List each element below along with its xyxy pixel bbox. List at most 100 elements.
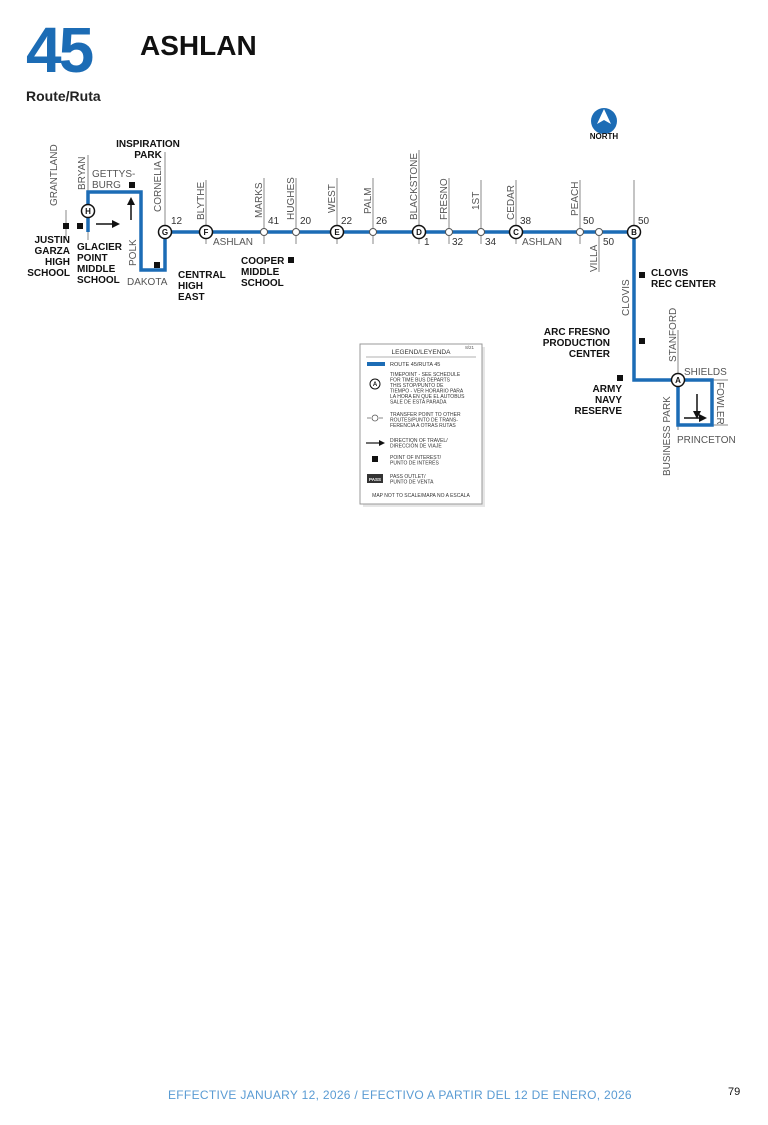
- street-label-fresno: FRESNO: [439, 178, 450, 220]
- street-label-blackstone: BLACKSTONE: [409, 153, 420, 220]
- transfer-point: [292, 228, 300, 236]
- legend-direction-text: DIRECTION OF TRAVEL/ DIRECCIÓN DE VIAJE: [390, 438, 448, 450]
- poi-label-line: JUSTIN: [34, 235, 70, 246]
- arrow-right-icon: [96, 220, 120, 228]
- north-label: NORTH: [590, 132, 619, 141]
- poi-label-line: CENTER: [569, 349, 611, 360]
- poi-label-line: RESERVE: [574, 406, 622, 417]
- poi-label-line: EAST: [178, 292, 205, 303]
- street-label-stanford: STANFORD: [668, 308, 679, 362]
- poi-label-line: MIDDLE: [77, 264, 116, 275]
- street-label-gettysburg: GETTYS-: [92, 169, 135, 180]
- timepoint-label: B: [631, 228, 637, 237]
- street-label-grantland: GRANTLAND: [49, 144, 60, 206]
- transfer-route-number: 50: [583, 216, 595, 227]
- transfer-point: [477, 228, 485, 236]
- poi-label-line: NAVY: [595, 395, 622, 406]
- arrow-up-icon: [127, 197, 135, 220]
- timepoints: H G F E D C B A: [80, 203, 686, 388]
- street-label-fowler: FOWLER: [714, 382, 725, 425]
- timepoint-marker: D: [411, 224, 427, 240]
- legend-line: SALE DE ESTA PARADA: [390, 400, 447, 406]
- timepoint-label: E: [334, 228, 340, 237]
- poi-arc-fresno: ARC FRESNO PRODUCTION CENTER: [543, 327, 611, 360]
- poi-label-line: SCHOOL: [27, 268, 70, 279]
- transfer-point: [260, 228, 268, 236]
- legend-poi-icon: [372, 456, 378, 462]
- street-label-gettysburg-2: BURG: [92, 180, 121, 191]
- poi-label-line: ARC FRESNO: [544, 327, 610, 338]
- arrow-right-icon: [684, 414, 707, 422]
- poi-label-line: COOPER: [241, 256, 285, 267]
- poi-label-line: PARK: [134, 150, 162, 161]
- poi-label-line: HIGH: [45, 257, 70, 268]
- timepoint-label: H: [85, 207, 91, 216]
- transfer-route-number: 1: [424, 237, 430, 248]
- street-labels: GRANTLAND BRYAN GETTYS- BURG CORNELIA PO…: [49, 144, 736, 476]
- poi-label-line: POINT: [77, 253, 108, 264]
- poi-label-line: CLOVIS: [651, 268, 689, 279]
- poi-cooper-middle: COOPER MIDDLE SCHOOL: [241, 256, 285, 289]
- legend: LEGEND/LEYENDA 8/21 ROUTE 45/RUTA 45 A T…: [359, 343, 485, 507]
- street-label-polk: POLK: [128, 239, 139, 266]
- street-label-1st: 1ST: [471, 192, 482, 210]
- legend-timepoint-text: TIMEPOINT - SEE SCHEDULE FOR TIME BUS DE…: [390, 372, 465, 406]
- transfer-route-number: 38: [520, 216, 532, 227]
- poi-inspiration-park: INSPIRATION PARK: [116, 139, 180, 161]
- poi-label-line: MIDDLE: [241, 267, 280, 278]
- timepoint-marker: A: [670, 372, 686, 388]
- legend-pass-icon: PASS: [367, 474, 383, 483]
- legend-transfer-icon: [367, 414, 383, 422]
- legend-line: LA HORA EN QUE EL AUTOBUS: [390, 394, 465, 400]
- timepoint-label: G: [162, 228, 168, 237]
- poi-clovis-rec: CLOVIS REC CENTER: [651, 268, 717, 290]
- legend-title: LEGEND/LEYENDA: [392, 349, 452, 356]
- poi-marker-army-navy: [617, 375, 623, 381]
- legend-poi-text: POINT OF INTEREST/ PUNTO DE INTERÉS: [390, 455, 442, 467]
- street-label-ashlan-2: ASHLAN: [522, 237, 562, 248]
- legend-line: PASS OUTLET/: [390, 474, 426, 480]
- poi-label-line: SCHOOL: [241, 278, 284, 289]
- poi-label-line: PRODUCTION: [543, 338, 610, 349]
- transfer-point: [369, 228, 377, 236]
- legend-pass-icon-text: PASS: [369, 477, 381, 482]
- transfer-route-number: 22: [341, 216, 353, 227]
- street-label-villa: VILLA: [589, 244, 600, 272]
- poi-marker-clovis-rec: [639, 272, 645, 278]
- street-label-princeton: PRINCETON: [677, 435, 736, 446]
- street-label-hughes: HUGHES: [286, 177, 297, 220]
- legend-pass-text: PASS OUTLET/ PUNTO DE VENTA: [390, 474, 434, 486]
- legend-timepoint-icon: [369, 378, 381, 390]
- page-number: 79: [728, 1086, 741, 1098]
- poi-justin-garza: JUSTIN GARZA HIGH SCHOOL: [27, 235, 70, 279]
- poi-labels: INSPIRATION PARK JUSTIN GARZA HIGH SCHOO…: [27, 139, 717, 417]
- legend-line: TRANSFER POINT TO OTHER: [390, 412, 461, 418]
- street-label-business-park: BUSINESS PARK: [662, 396, 673, 476]
- legend-transfer-text: TRANSFER POINT TO OTHER ROUTES/PUNTO DE …: [390, 412, 461, 429]
- poi-army-navy: ARMY NAVY RESERVE: [574, 384, 622, 417]
- route-map: NORTH: [27, 108, 736, 507]
- transfer-route-number: 41: [268, 216, 280, 227]
- arrow-down-icon: [693, 394, 701, 419]
- street-label-dakota: DAKOTA: [127, 277, 168, 288]
- street-label-peach: PEACH: [570, 182, 581, 216]
- legend-line: THIS STOP/PUNTO DE: [390, 383, 444, 389]
- legend-scale-note: MAP NOT TO SCALE/MAPA NO A ESCALA: [372, 493, 470, 499]
- transfer-route-number: 20: [300, 216, 312, 227]
- poi-marker-glacier-point: [77, 223, 83, 229]
- poi-marker-central-high: [154, 262, 160, 268]
- transfer-route-number: 50: [638, 216, 650, 227]
- transfer-point: [576, 228, 584, 236]
- transfer-point: [445, 228, 453, 236]
- timepoint-marker: B: [626, 224, 642, 240]
- timepoint-marker: C: [508, 224, 524, 240]
- poi-label-line: GLACIER: [77, 242, 123, 253]
- street-label-palm: PALM: [363, 188, 374, 215]
- transfer-route-number: 50: [603, 237, 615, 248]
- street-label-bryan: BRYAN: [77, 156, 88, 190]
- transfer-route-number: 34: [485, 237, 497, 248]
- timepoint-label: F: [204, 228, 209, 237]
- poi-label-line: SCHOOL: [77, 275, 120, 286]
- legend-timepoint-letter: A: [373, 382, 378, 388]
- legend-line: DIRECCIÓN DE VIAJE: [390, 443, 442, 450]
